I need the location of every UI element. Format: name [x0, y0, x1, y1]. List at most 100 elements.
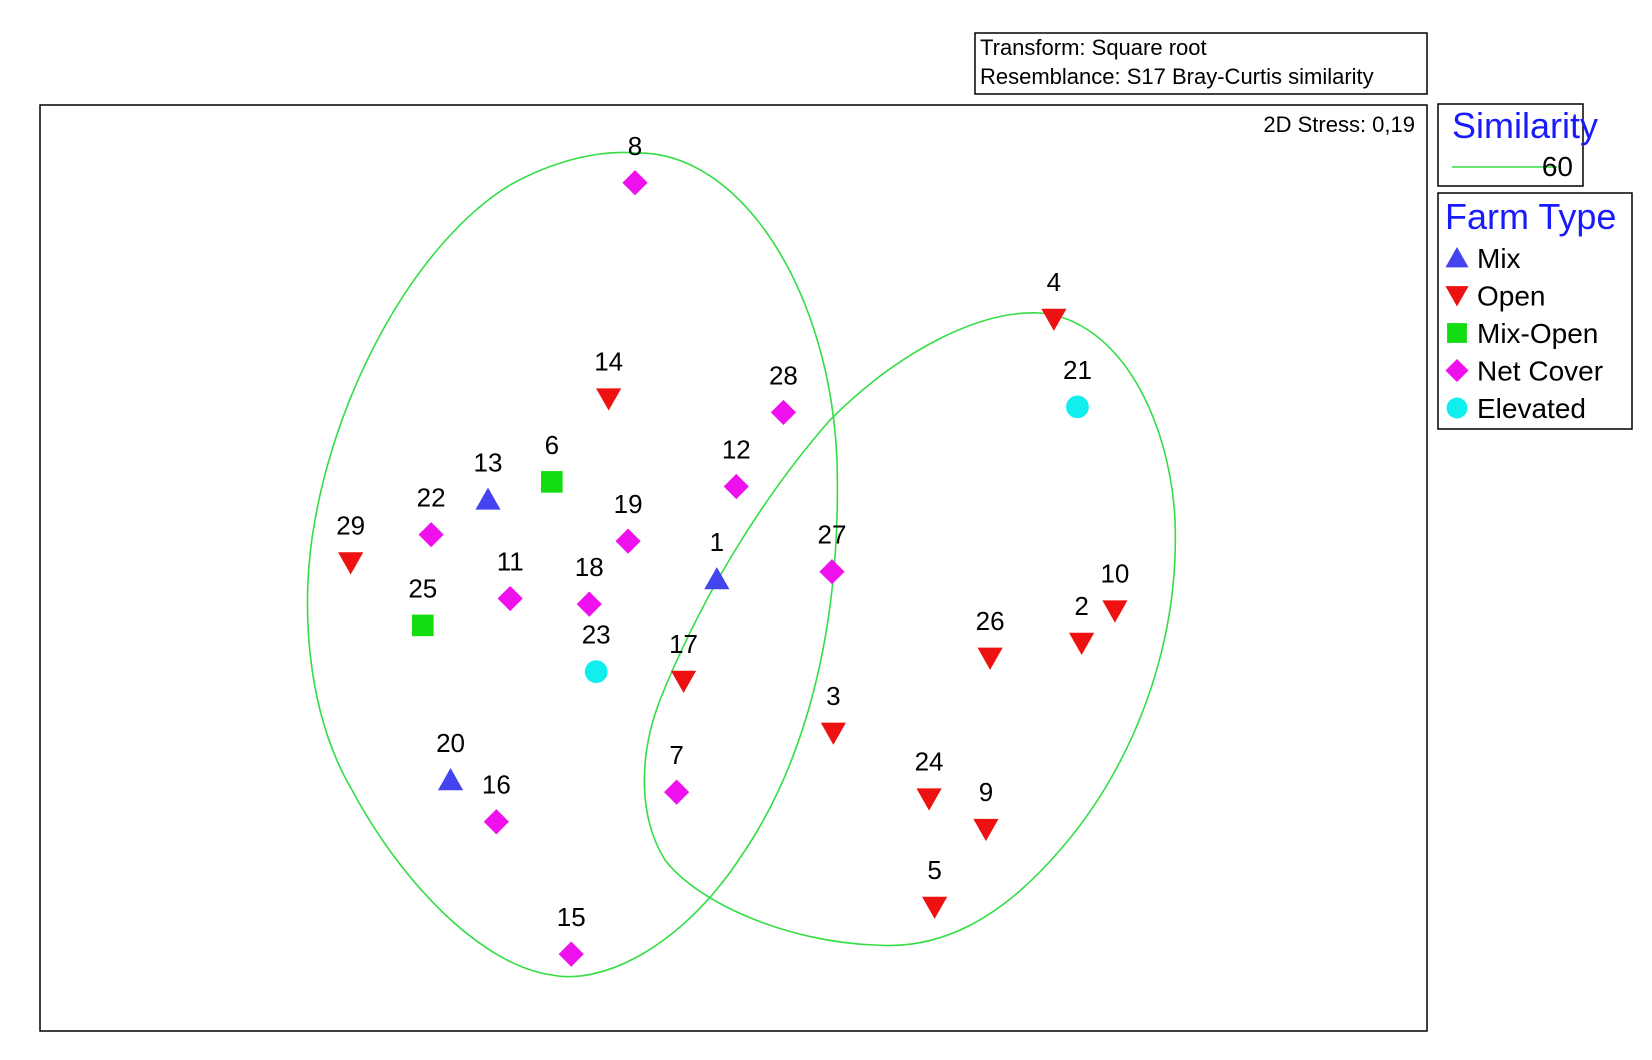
- data-point-26: 26: [976, 606, 1005, 670]
- point-label-2: 2: [1074, 591, 1088, 621]
- legend-label-mix: Mix: [1477, 243, 1521, 274]
- point-label-12: 12: [722, 435, 751, 465]
- info-box-frame: [974, 32, 1428, 95]
- point-marker-23: [584, 660, 608, 684]
- point-marker-6: [541, 471, 563, 493]
- data-point-3: 3: [820, 681, 846, 745]
- point-marker-15: [558, 941, 584, 967]
- legend-marker-mix-open: [1447, 323, 1467, 343]
- point-label-9: 9: [979, 777, 993, 807]
- point-marker-28: [770, 399, 797, 426]
- point-marker-27: [819, 559, 845, 585]
- point-label-13: 13: [474, 447, 503, 477]
- point-marker-3: [820, 722, 846, 745]
- point-marker-10: [1102, 600, 1128, 623]
- farm-type-legend-frame: [1437, 192, 1633, 430]
- point-label-23: 23: [582, 620, 611, 650]
- point-marker-24: [916, 788, 942, 811]
- data-point-20: 20: [436, 728, 465, 791]
- point-marker-17: [670, 670, 697, 693]
- point-label-7: 7: [669, 740, 683, 770]
- point-label-18: 18: [575, 552, 604, 582]
- point-marker-4: [1041, 308, 1067, 331]
- data-point-4: 4: [1041, 267, 1067, 331]
- legend-label-net-cover: Net Cover: [1477, 356, 1603, 387]
- data-point-27: 27: [818, 520, 847, 585]
- legend-label-open: Open: [1477, 281, 1546, 312]
- plot-frame: [39, 104, 1428, 1032]
- point-marker-22: [418, 522, 444, 548]
- point-label-3: 3: [826, 681, 840, 711]
- similarity-legend-title: Similarity: [1452, 105, 1598, 146]
- data-point-17: 17: [669, 629, 698, 693]
- point-label-8: 8: [628, 131, 642, 161]
- data-point-7: 7: [664, 740, 690, 805]
- point-label-22: 22: [417, 483, 446, 513]
- data-point-1: 1: [704, 527, 730, 590]
- data-point-29: 29: [336, 510, 365, 575]
- point-marker-2: [1069, 632, 1095, 656]
- point-marker-13: [475, 487, 501, 510]
- point-label-25: 25: [408, 573, 437, 603]
- similarity-contours: [306, 151, 1177, 978]
- legend-marker-open: [1445, 286, 1469, 307]
- similarity-legend: Similarity 60: [1437, 103, 1598, 187]
- legend-label-mix-open: Mix-Open: [1477, 318, 1598, 349]
- data-point-16: 16: [482, 770, 511, 835]
- point-marker-21: [1066, 395, 1089, 419]
- data-point-28: 28: [769, 360, 798, 426]
- data-point-15: 15: [557, 902, 586, 967]
- point-label-19: 19: [614, 489, 643, 519]
- point-label-4: 4: [1047, 267, 1061, 297]
- point-marker-18: [576, 591, 602, 617]
- legend-marker-net-cover: [1445, 358, 1469, 383]
- point-label-24: 24: [915, 747, 944, 777]
- point-marker-8: [622, 170, 648, 196]
- data-point-11: 11: [497, 547, 524, 612]
- point-marker-16: [483, 809, 509, 835]
- point-marker-5: [922, 896, 948, 919]
- similarity-contour-left: [306, 151, 839, 978]
- point-label-26: 26: [976, 606, 1005, 636]
- points-layer: 1132023459101417242629625781112151618192…: [336, 131, 1129, 967]
- data-point-23: 23: [582, 620, 611, 684]
- point-label-1: 1: [710, 527, 724, 557]
- data-point-24: 24: [915, 747, 944, 811]
- transform-text: Transform: Square root: [980, 35, 1207, 60]
- farm-type-legend-title: Farm Type: [1445, 196, 1616, 237]
- data-point-9: 9: [973, 777, 999, 842]
- point-marker-11: [497, 585, 523, 612]
- point-label-20: 20: [436, 728, 465, 758]
- similarity-legend-frame: [1437, 103, 1584, 187]
- data-point-13: 13: [474, 447, 503, 510]
- data-point-5: 5: [922, 855, 948, 919]
- data-point-19: 19: [614, 489, 643, 554]
- point-marker-25: [412, 614, 434, 637]
- data-point-2: 2: [1069, 591, 1095, 656]
- data-point-18: 18: [575, 552, 604, 617]
- point-label-6: 6: [545, 430, 559, 460]
- point-label-28: 28: [769, 360, 798, 390]
- point-label-17: 17: [669, 629, 698, 659]
- legend-label-elevated: Elevated: [1477, 393, 1586, 424]
- point-marker-12: [723, 473, 749, 500]
- point-marker-19: [615, 528, 641, 554]
- point-label-10: 10: [1100, 559, 1129, 589]
- similarity-legend-label: 60: [1542, 151, 1573, 182]
- data-point-14: 14: [594, 347, 623, 411]
- point-marker-9: [973, 818, 999, 842]
- point-marker-26: [977, 647, 1003, 670]
- data-point-22: 22: [417, 483, 446, 548]
- point-label-5: 5: [927, 855, 941, 885]
- stress-label: 2D Stress: 0,19: [1263, 112, 1415, 137]
- point-label-27: 27: [818, 520, 847, 550]
- point-label-16: 16: [482, 770, 511, 800]
- info-box: Transform: Square root Resemblance: S17 …: [974, 32, 1428, 95]
- point-marker-1: [704, 567, 730, 590]
- point-label-14: 14: [594, 347, 623, 377]
- legend-marker-elevated: [1446, 397, 1468, 419]
- data-point-25: 25: [408, 573, 437, 637]
- data-point-10: 10: [1100, 559, 1129, 623]
